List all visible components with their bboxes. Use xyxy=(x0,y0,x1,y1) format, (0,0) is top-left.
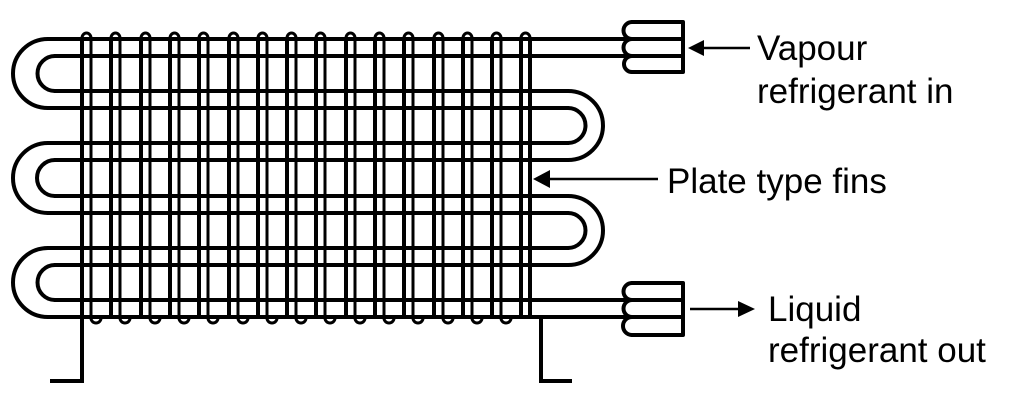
fin xyxy=(344,31,367,325)
inlet-fitting xyxy=(621,20,685,74)
right-leg xyxy=(539,316,572,383)
fins-arrow xyxy=(533,170,658,188)
fin xyxy=(256,31,279,325)
fin xyxy=(402,31,425,325)
fin xyxy=(490,31,513,325)
outlet-label-line1: Liquid xyxy=(768,290,861,329)
fin xyxy=(197,31,220,325)
fin xyxy=(519,31,532,318)
inlet-label-line2: refrigerant in xyxy=(757,72,953,111)
fin xyxy=(461,31,484,325)
fin xyxy=(168,31,191,325)
fin xyxy=(285,31,308,325)
left-leg xyxy=(50,316,84,383)
inlet-label-line1: Vapour xyxy=(757,29,868,68)
support-legs xyxy=(50,316,572,383)
fin xyxy=(314,31,337,325)
fin xyxy=(227,31,250,325)
fin xyxy=(432,31,455,325)
fins-label: Plate type fins xyxy=(667,162,887,201)
fin xyxy=(80,31,103,325)
inlet-arrow xyxy=(688,40,750,56)
fin xyxy=(373,31,396,325)
fin xyxy=(109,31,132,325)
plate-fins xyxy=(80,31,532,325)
fin xyxy=(139,31,162,325)
outlet-arrow xyxy=(690,301,755,317)
outlet-fitting xyxy=(621,281,685,337)
outlet-label-line2: refrigerant out xyxy=(768,331,986,370)
